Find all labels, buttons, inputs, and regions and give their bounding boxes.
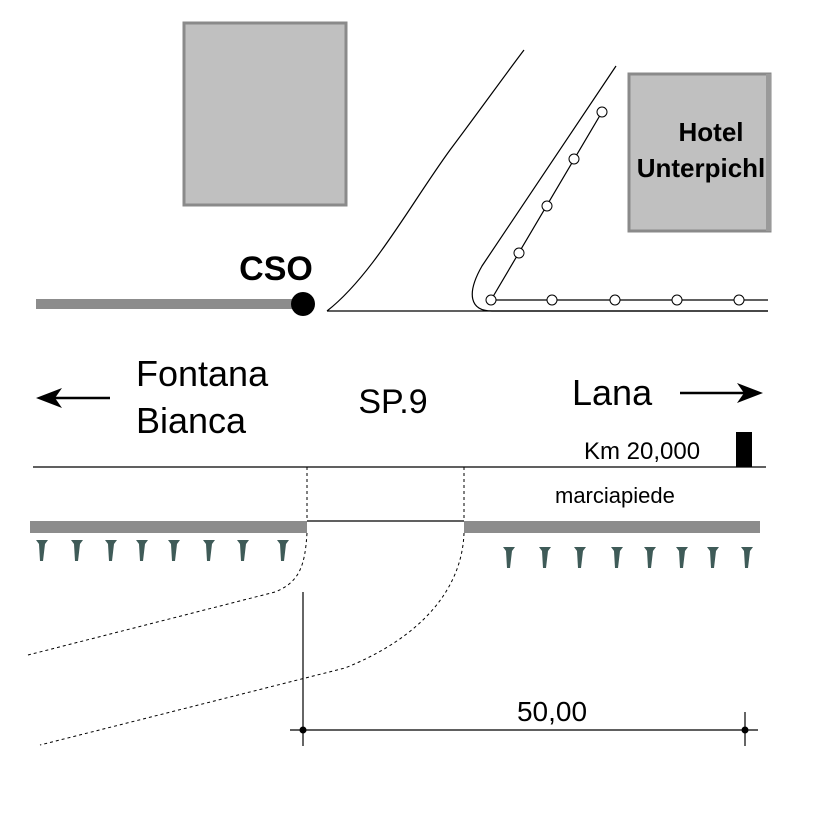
footpath [485, 106, 768, 306]
kerb-east [464, 521, 760, 533]
tree-row-west [36, 540, 289, 561]
west-destination-line2: Bianca [136, 400, 247, 441]
tree-icon [574, 547, 586, 568]
side-road-dashed-east [39, 532, 465, 746]
tree-icon [277, 540, 289, 561]
sidewalk-label: marciapiede [555, 483, 675, 508]
side-road-edge [326, 49, 525, 312]
tree-icon [539, 547, 551, 568]
tree-icon [36, 540, 48, 561]
tree-icon [136, 540, 148, 561]
tree-icon [707, 547, 719, 568]
tree-icon [168, 540, 180, 561]
km-marker-label: Km 20,000 [584, 438, 700, 465]
tree-icon [676, 547, 688, 568]
tree-icon [644, 547, 656, 568]
arrow-left-icon [36, 388, 110, 408]
access-road-edge [471, 65, 768, 312]
tree-icon [71, 540, 83, 561]
hotel-label-line2: Unterpichl [637, 153, 766, 183]
cso-point-icon [291, 292, 315, 316]
road-name: SP.9 [358, 383, 427, 421]
dimension-label: 50,00 [517, 696, 587, 727]
kerb-west [30, 521, 307, 533]
tree-row-east [503, 547, 753, 568]
hotel-label-line1: Hotel [679, 117, 744, 147]
side-road-dashed-west [27, 532, 308, 656]
west-destination-line1: Fontana [136, 353, 269, 394]
tree-icon [203, 540, 215, 561]
km-post-icon [736, 432, 752, 467]
tree-icon [503, 547, 515, 568]
dimension-line [290, 592, 758, 746]
tree-icon [105, 540, 117, 561]
hotel-building: Hotel Unterpichl [627, 72, 772, 233]
cso-label: CSO [239, 250, 313, 288]
building [182, 21, 348, 207]
cso-kerb [36, 299, 303, 309]
tree-icon [611, 547, 623, 568]
east-destination: Lana [572, 372, 653, 413]
arrow-right-icon [680, 383, 763, 403]
tree-icon [237, 540, 249, 561]
tree-icon [741, 547, 753, 568]
